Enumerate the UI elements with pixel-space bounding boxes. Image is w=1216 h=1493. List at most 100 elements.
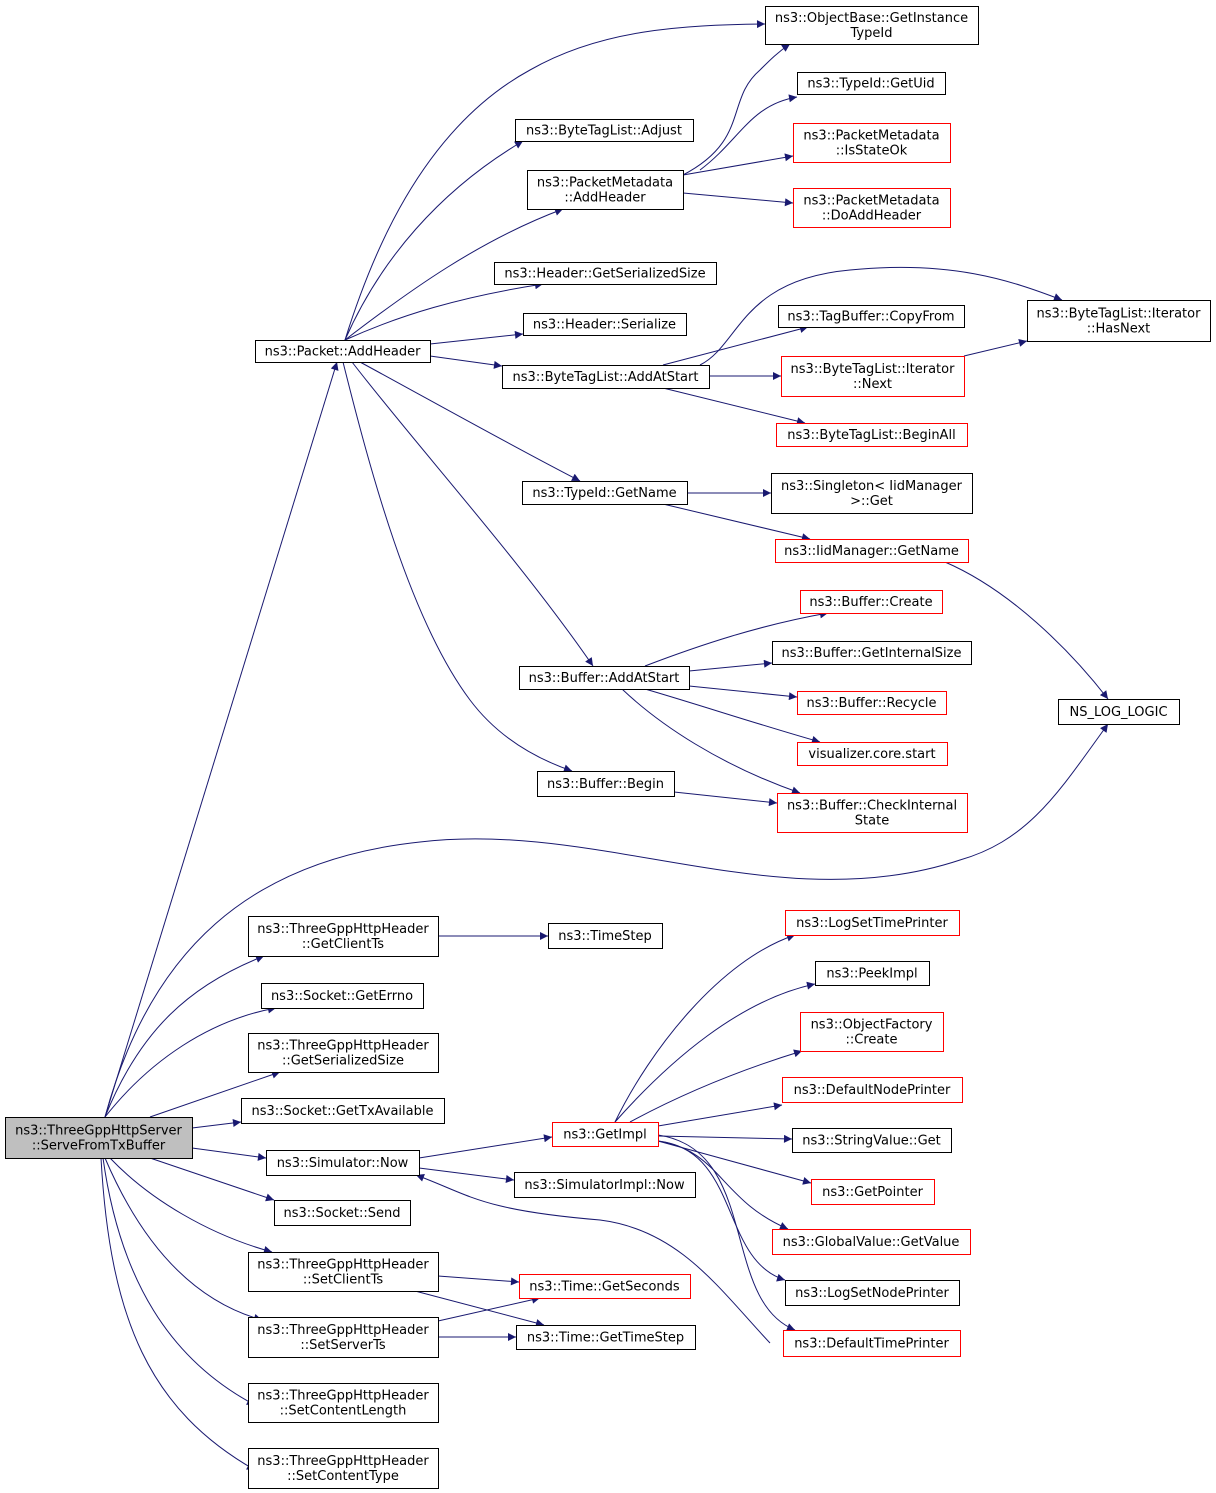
node-label: ns3::LogSetTimePrinter: [796, 916, 948, 931]
edge-line: [104, 955, 265, 1118]
node-logsettimeprinter[interactable]: ns3::LogSetTimePrinter: [785, 910, 960, 936]
edge-line: [614, 981, 816, 1123]
node-tgh_getsersize[interactable]: ns3::ThreeGppHttpHeader::GetSerializedSi…: [248, 1033, 439, 1073]
node-logsetnodeprinter[interactable]: ns3::LogSetNodePrinter: [785, 1280, 960, 1306]
edge-line: [699, 94, 798, 171]
node-btl_adjust[interactable]: ns3::ByteTagList::Adjust: [515, 119, 694, 142]
node-buf_recycle[interactable]: ns3::Buffer::Recycle: [797, 691, 947, 715]
node-serve[interactable]: ns3::ThreeGppHttpServer::ServeFromTxBuff…: [5, 1117, 193, 1159]
node-label: ns3::Buffer::AddAtStart: [529, 671, 680, 686]
node-buf_getinternalsize[interactable]: ns3::Buffer::GetInternalSize: [772, 641, 972, 665]
node-iidmgr_getname[interactable]: ns3::IidManager::GetName: [775, 539, 969, 563]
node-box: [771, 473, 973, 514]
node-box: [502, 365, 710, 389]
node-objfactory_create[interactable]: ns3::ObjectFactory::Create: [800, 1012, 944, 1052]
node-box: [797, 742, 948, 766]
node-label: ns3::PeekImpl: [826, 967, 917, 982]
edge-addheader-to-buf_addatstart: [351, 361, 594, 667]
node-label: ns3::ThreeGppHttpHeader: [257, 1039, 429, 1054]
node-label: ::GetClientTs: [302, 937, 384, 952]
node-label: ns3::IidManager::GetName: [784, 544, 959, 559]
node-stringvalue_get[interactable]: ns3::StringValue::Get: [792, 1128, 952, 1153]
node-time_getseconds[interactable]: ns3::Time::GetSeconds: [519, 1274, 691, 1299]
node-time_gettimestep[interactable]: ns3::Time::GetTimeStep: [516, 1325, 696, 1350]
node-tgh_setclientts[interactable]: ns3::ThreeGppHttpHeader::SetClientTs: [248, 1252, 439, 1292]
edge-defaulttimeprinter-to-sim_now: [415, 1174, 771, 1344]
node-label: ns3::Buffer::Begin: [547, 777, 664, 792]
node-label: ns3::Buffer::Create: [809, 595, 932, 610]
node-vis_core_start[interactable]: visualizer.core.start: [797, 742, 948, 766]
node-sim_now[interactable]: ns3::Simulator::Now: [266, 1150, 420, 1176]
node-pm_addheader[interactable]: ns3::PacketMetadata::AddHeader: [527, 170, 684, 210]
node-box: [797, 691, 947, 715]
node-tgh_setserverts[interactable]: ns3::ThreeGppHttpHeader::SetServerTs: [248, 1317, 439, 1358]
edge-getimpl-to-objfactory_create: [629, 1049, 803, 1123]
node-getimpl[interactable]: ns3::GetImpl: [552, 1122, 659, 1147]
node-defaultnodeprinter[interactable]: ns3::DefaultNodePrinter: [782, 1077, 963, 1103]
node-box: [781, 356, 965, 397]
edge-line: [621, 688, 801, 795]
node-getpointer[interactable]: ns3::GetPointer: [811, 1179, 935, 1205]
node-hdr_serialize[interactable]: ns3::Header::Serialize: [523, 313, 687, 336]
edge-line: [104, 723, 1109, 1118]
node-simimpl_now[interactable]: ns3::SimulatorImpl::Now: [514, 1172, 696, 1198]
edge-addheader-to-btl_adjust: [344, 140, 524, 341]
node-buf_create[interactable]: ns3::Buffer::Create: [800, 590, 943, 614]
edge-serve-to-tgh_setcontenttype: [100, 1157, 256, 1471]
node-label: ns3::PacketMetadata: [537, 176, 673, 191]
edge-buf_addatstart-to-buf_checkinternal: [621, 688, 801, 795]
node-buf_begin[interactable]: ns3::Buffer::Begin: [537, 771, 675, 797]
node-tgh_setcontenttype[interactable]: ns3::ThreeGppHttpHeader::SetContentType: [248, 1448, 439, 1489]
edge-line: [418, 1167, 515, 1183]
node-singleton_get[interactable]: ns3::Singleton< IidManager>::Get: [771, 473, 973, 514]
edge-line: [104, 1005, 277, 1118]
node-box: [241, 1098, 445, 1124]
node-defaulttimeprinter[interactable]: ns3::DefaultTimePrinter: [783, 1330, 961, 1357]
node-label: ns3::ObjectFactory: [811, 1018, 933, 1033]
node-label: ::GetSerializedSize: [282, 1054, 404, 1069]
node-tgh_setcontentlength[interactable]: ns3::ThreeGppHttpHeader::SetContentLengt…: [248, 1383, 439, 1423]
node-sock_send[interactable]: ns3::Socket::Send: [274, 1200, 411, 1226]
node-sock_gettxavail[interactable]: ns3::Socket::GetTxAvailable: [241, 1098, 445, 1124]
edge-line: [418, 1134, 553, 1159]
node-buf_addatstart[interactable]: ns3::Buffer::AddAtStart: [519, 666, 690, 690]
node-hdr_getsersize[interactable]: ns3::Header::GetSerializedSize: [494, 262, 717, 285]
node-btl_it_next[interactable]: ns3::ByteTagList::Iterator::Next: [781, 356, 965, 397]
edge-line: [644, 610, 829, 667]
node-label: ns3::Socket::GetTxAvailable: [252, 1104, 434, 1119]
node-label: ::DoAddHeader: [822, 209, 922, 224]
node-label: ns3::ByteTagList::Iterator: [791, 362, 956, 377]
node-sock_geterrno[interactable]: ns3::Socket::GetErrno: [261, 983, 424, 1009]
node-typeid_getname[interactable]: ns3::TypeId::GetName: [522, 481, 688, 505]
edge-line: [699, 266, 1063, 366]
edge-pm_addheader-to-getinstancetypeid: [682, 43, 791, 176]
node-box: [797, 72, 946, 95]
edge-line: [673, 791, 778, 807]
edge-serve-to-tgh_getclientts: [104, 955, 265, 1118]
edge-line: [414, 1290, 545, 1327]
node-label: ns3::GlobalValue::GetValue: [783, 1235, 960, 1250]
node-btl_it_hasnext[interactable]: ns3::ByteTagList::Iterator::HasNext: [1027, 300, 1211, 342]
node-tagbuf_copyfrom[interactable]: ns3::TagBuffer::CopyFrom: [778, 305, 965, 328]
node-box: [248, 1317, 439, 1358]
node-getuid[interactable]: ns3::TypeId::GetUid: [797, 72, 946, 95]
node-peekimpl[interactable]: ns3::PeekImpl: [815, 961, 930, 986]
node-box: [777, 793, 968, 833]
node-pm_doaddheader[interactable]: ns3::PacketMetadata::DoAddHeader: [793, 188, 951, 228]
node-btl_beginall[interactable]: ns3::ByteTagList::BeginAll: [776, 423, 968, 447]
node-pm_isstateok[interactable]: ns3::PacketMetadata::IsStateOk: [793, 123, 951, 163]
node-ns_log_logic[interactable]: NS_LOG_LOGIC: [1058, 699, 1180, 725]
node-box: [255, 340, 431, 363]
node-tgh_getclientts[interactable]: ns3::ThreeGppHttpHeader::GetClientTs: [248, 916, 439, 957]
edge-line: [657, 1134, 793, 1143]
node-addheader[interactable]: ns3::Packet::AddHeader: [255, 340, 431, 363]
edge-line: [104, 361, 339, 1118]
node-label: ns3::Simulator::Now: [277, 1156, 409, 1171]
node-timestep[interactable]: ns3::TimeStep: [548, 923, 663, 949]
edge-buf_addatstart-to-vis_core_start: [644, 688, 821, 744]
node-btl_addatstart[interactable]: ns3::ByteTagList::AddAtStart: [502, 365, 710, 389]
node-globalvalue_getvalue[interactable]: ns3::GlobalValue::GetValue: [772, 1229, 971, 1255]
node-label: ns3::StringValue::Get: [802, 1134, 940, 1149]
